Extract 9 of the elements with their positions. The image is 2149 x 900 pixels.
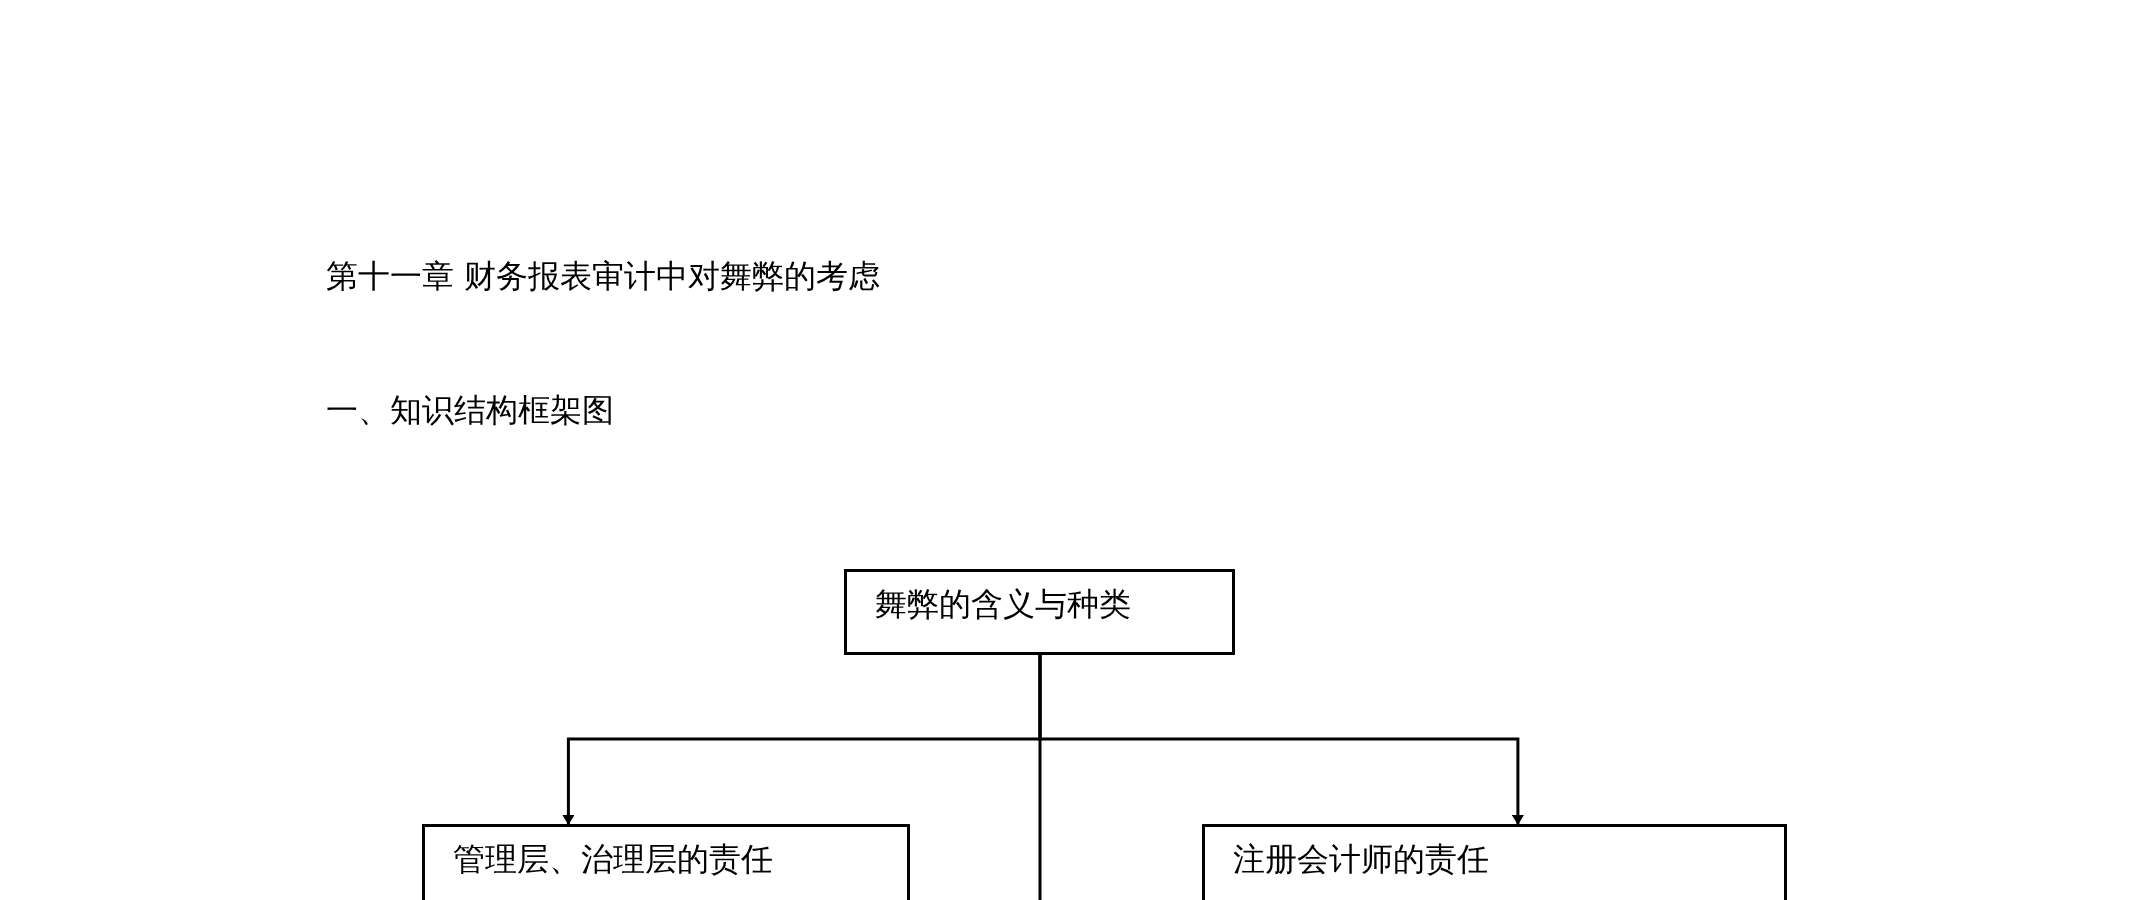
section-heading: 一、知识结构框架图 bbox=[326, 390, 614, 430]
box-text: 管理层、治理层的责任 bbox=[453, 839, 774, 879]
chapter-title: 第十一章 财务报表审计中对舞弊的考虑 bbox=[326, 256, 881, 296]
box-text: 舞弊的含义与种类 bbox=[875, 584, 1132, 624]
topic-box bbox=[1202, 824, 1787, 900]
topic-box bbox=[844, 569, 1235, 655]
connector-line bbox=[1038, 655, 1042, 900]
topic-box bbox=[422, 824, 910, 900]
box-text: 注册会计师的责任 bbox=[1233, 839, 1490, 879]
